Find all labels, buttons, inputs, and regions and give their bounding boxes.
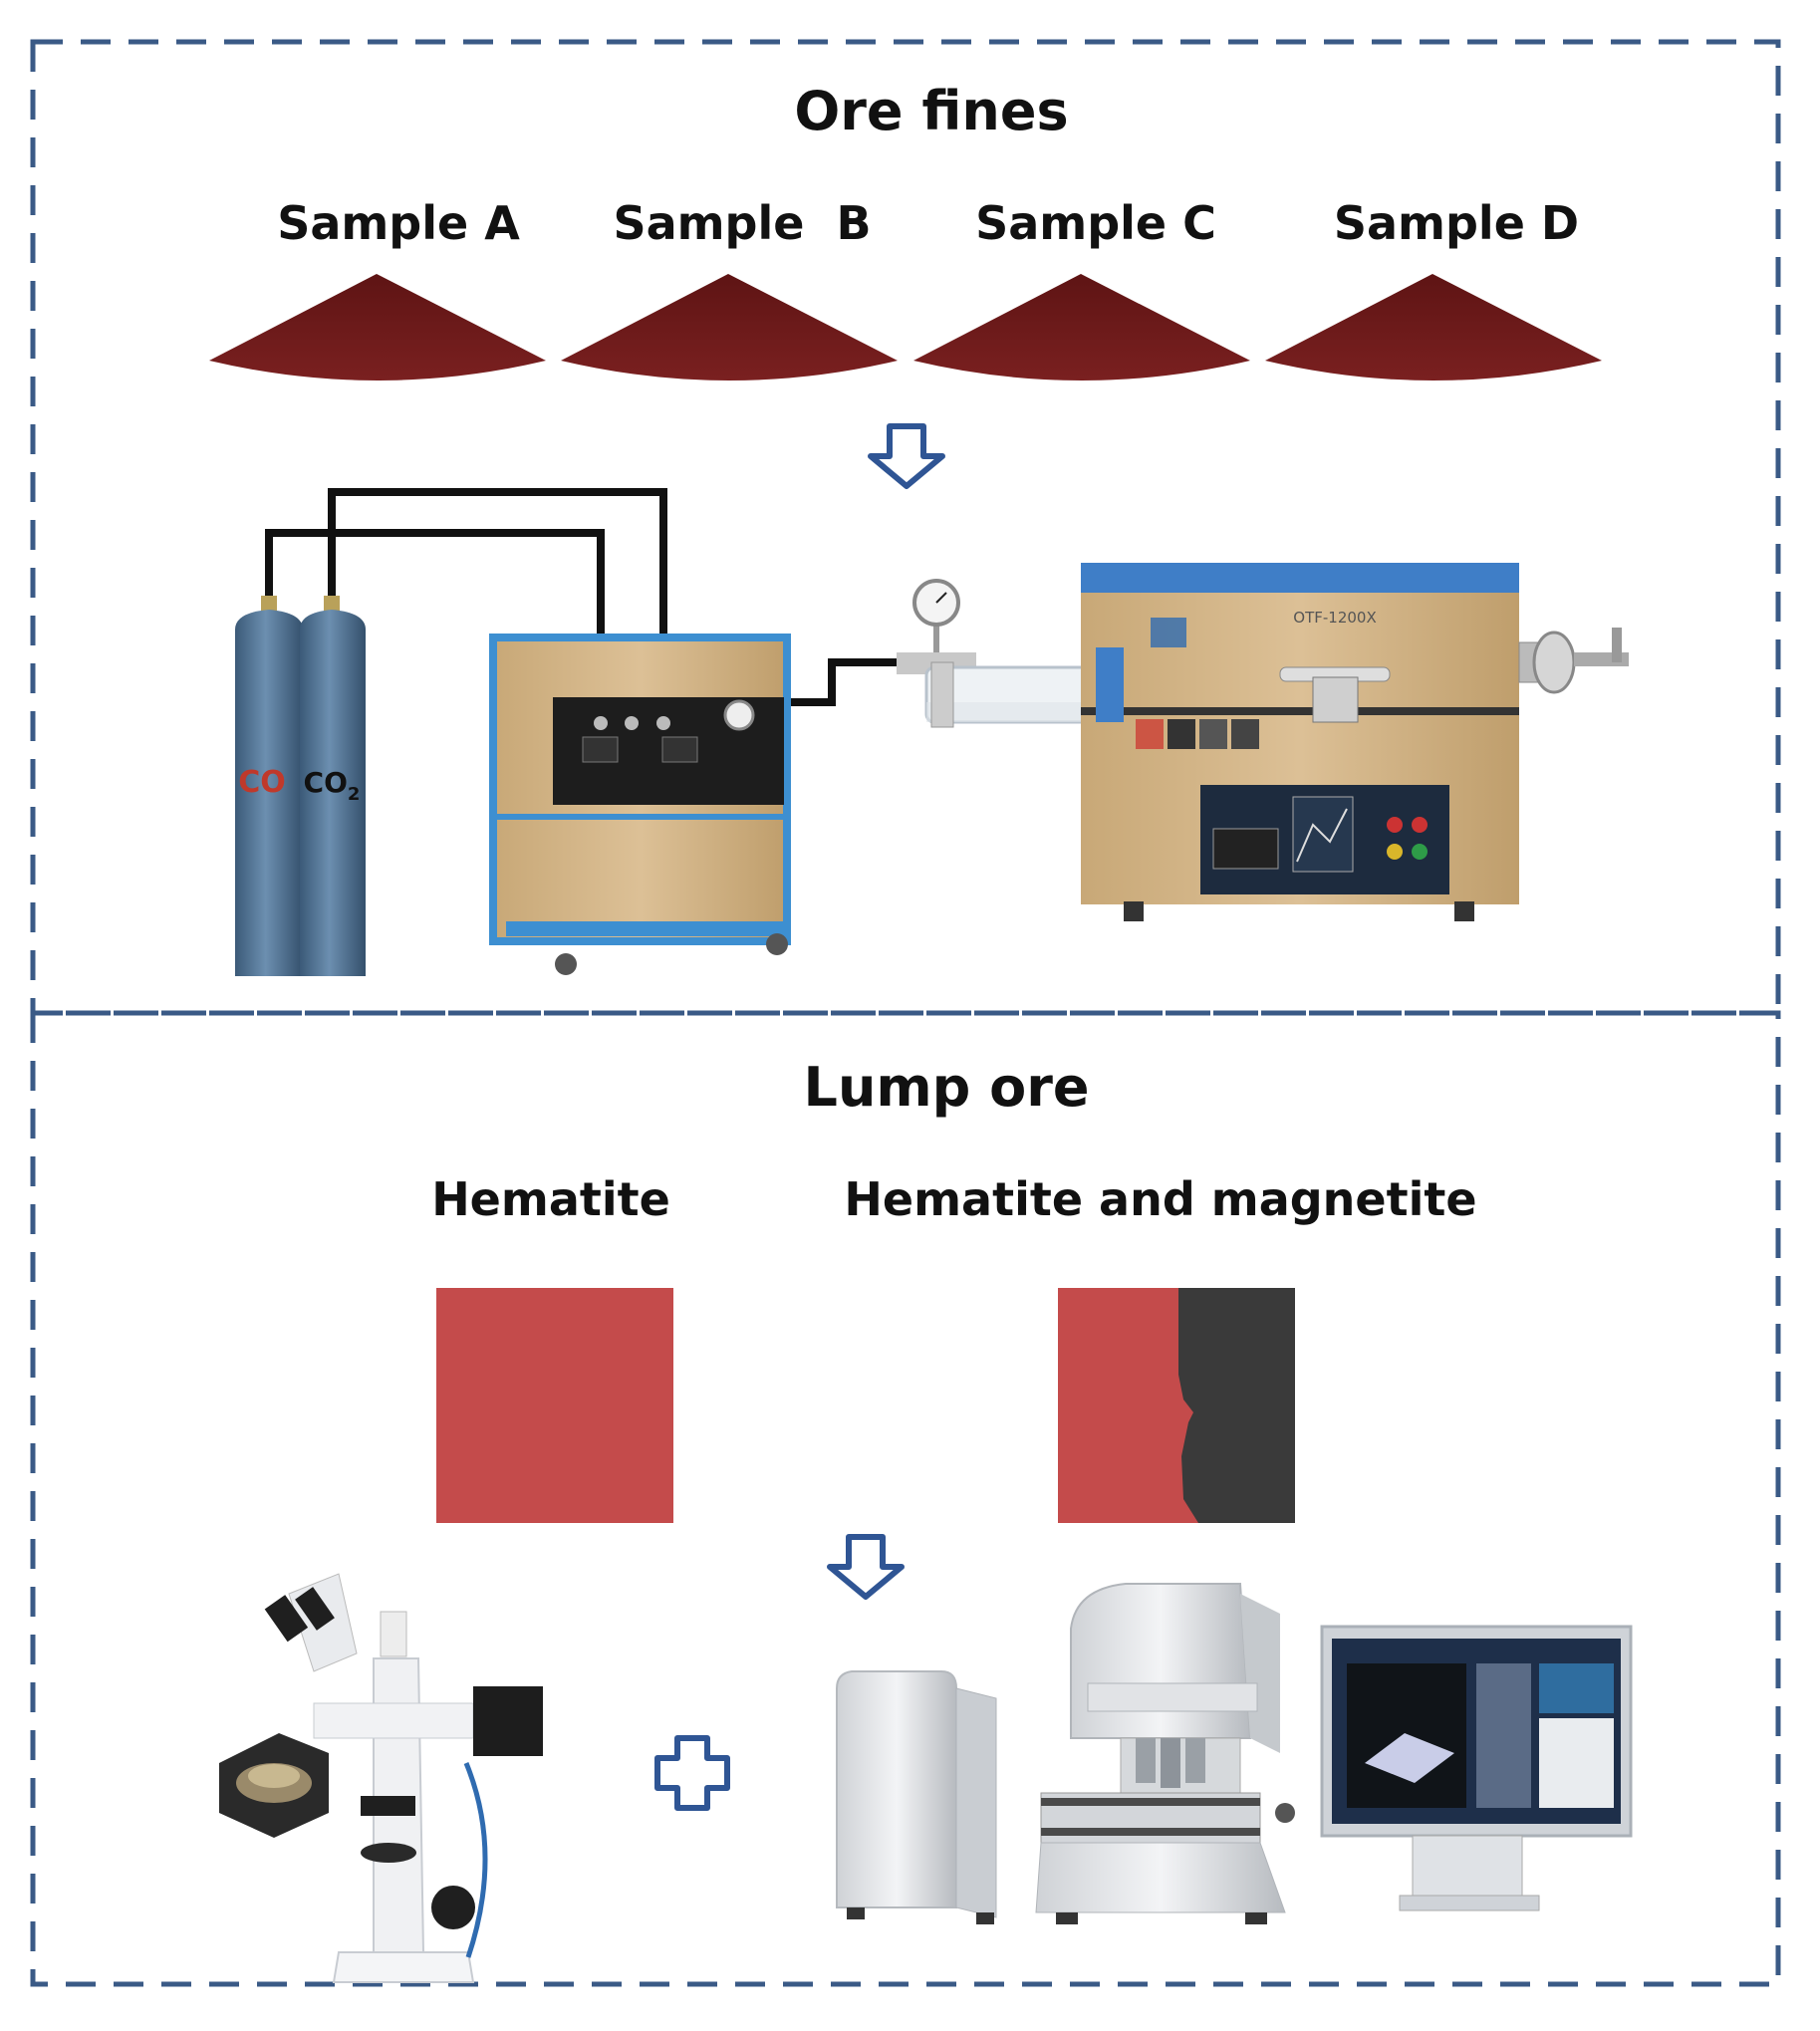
down-arrow-icon: [827, 1534, 905, 1600]
computer-tower-icon: [836, 1670, 997, 1924]
co2-label: CO: [304, 766, 348, 799]
hematite-magnetite-sample-block: [1058, 1288, 1295, 1523]
co-label: CO: [238, 765, 286, 800]
gas-lines: [265, 488, 897, 719]
ore-pile-sample-a: [209, 274, 546, 381]
hematite-magnetite-label: Hematite and magnetite: [844, 1172, 1476, 1226]
gas-cylinder-co2: CO2: [300, 596, 366, 976]
polarizing-microscope-icon: [219, 1573, 543, 1983]
monitor-icon: [1320, 1625, 1633, 1911]
tube-furnace-icon: OTF-1200X: [924, 563, 1629, 921]
sample-d-label: Sample D: [1334, 196, 1579, 250]
ore-fines-title: Ore fines: [794, 80, 1068, 142]
sample-b-label: Sample B: [613, 196, 871, 250]
hematite-label: Hematite: [431, 1172, 670, 1226]
ore-pile-sample-b: [561, 274, 898, 381]
plus-icon: [654, 1735, 730, 1811]
furnace-model-label: OTF-1200X: [1293, 609, 1376, 627]
gas-mixer-icon: [489, 634, 791, 975]
co2-subscript: 2: [348, 784, 361, 805]
sample-c-label: Sample C: [975, 196, 1216, 250]
svg-text:CO2: CO2: [304, 766, 361, 805]
ore-pile-sample-c: [913, 274, 1250, 381]
sample-a-label: Sample A: [277, 196, 520, 250]
confocal-microscope-icon: [1035, 1583, 1295, 1924]
lump-ore-title: Lump ore: [804, 1056, 1090, 1119]
down-arrow-icon: [868, 423, 945, 489]
gas-cylinder-co: CO: [235, 596, 303, 976]
lump-ore-panel-border: [30, 1010, 1781, 1987]
ore-pile-sample-d: [1265, 274, 1602, 381]
hematite-sample-block: [436, 1288, 673, 1523]
